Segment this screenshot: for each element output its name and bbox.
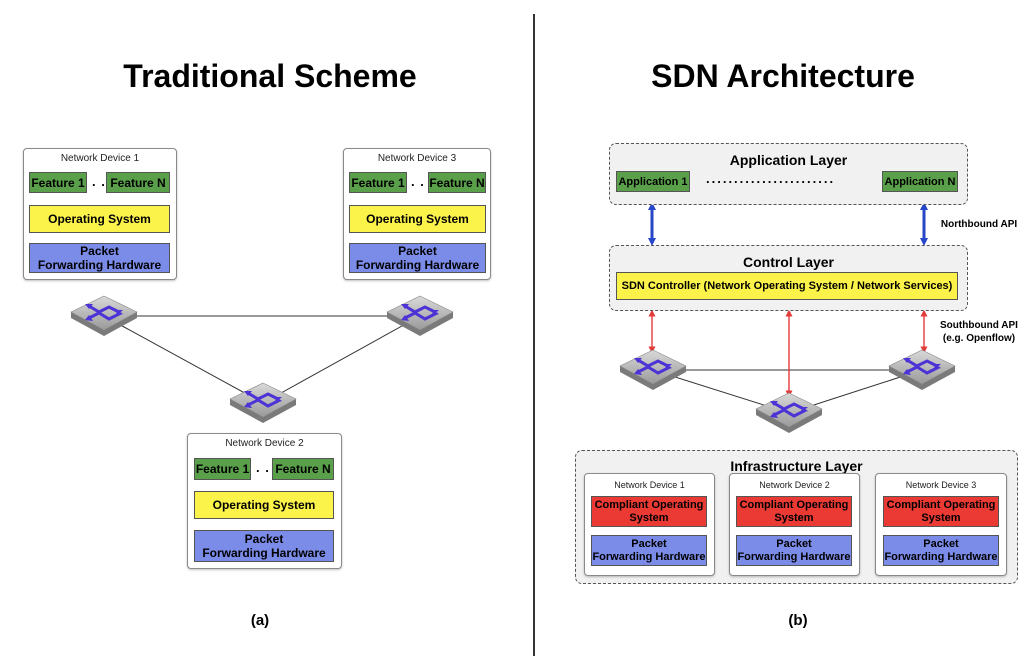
hw-line-1: Packet: [923, 537, 959, 550]
os-line-2: System: [629, 511, 669, 524]
sdn-switch-2-icon: [754, 391, 824, 440]
application-dots: .......................: [706, 171, 836, 186]
operating-system-box: Operating System: [29, 205, 170, 233]
hw-line-1: Packet: [80, 244, 119, 258]
operating-system-box: Operating System: [349, 205, 486, 233]
hw-line-1: Packet: [244, 532, 284, 546]
packet-forwarding-hardware-box: Packet Forwarding Hardware: [736, 535, 852, 566]
device-name: Network Device 2: [225, 438, 304, 449]
device-name: Network Device 1: [614, 480, 685, 490]
hw-line-1: Packet: [398, 244, 437, 258]
ellipsis: . .: [411, 174, 425, 189]
hw-line-1: Packet: [776, 537, 812, 550]
southbound-line-2: (e.g. Openflow): [942, 333, 1016, 344]
os-line-2: System: [774, 511, 814, 524]
os-line-1: Compliant Operating: [594, 498, 704, 511]
os-line-1: Compliant Operating: [739, 498, 849, 511]
traditional-scheme-title: Traditional Scheme: [123, 58, 417, 94]
operating-system-box: Operating System: [194, 491, 334, 519]
application-n-box: Application N: [882, 171, 958, 192]
compliant-os-box: Compliant Operating System: [736, 496, 852, 527]
caption-b: (b): [788, 612, 808, 629]
packet-forwarding-hardware-box: Packet Forwarding Hardware: [29, 243, 170, 273]
southbound-line-1: Southbound API: [940, 320, 1018, 331]
sdn-architecture-title: SDN Architecture: [651, 58, 915, 94]
ellipsis: . .: [256, 460, 270, 475]
os-line-1: Compliant Operating: [886, 498, 996, 511]
application-layer: Application Layer Application 1 ........…: [609, 143, 968, 205]
hw-line-2: Forwarding Hardware: [37, 258, 162, 272]
hw-line-2: Forwarding Hardware: [592, 550, 706, 563]
hw-line-2: Forwarding Hardware: [355, 258, 480, 272]
switch-3-icon: [385, 294, 455, 343]
feature-1-box: Feature 1: [29, 172, 87, 193]
ellipsis: . .: [92, 174, 106, 189]
southbound-api-label: Southbound API (e.g. Openflow): [934, 319, 1024, 345]
link-sw1-sw2: [103, 315, 264, 404]
sdn-network-device-2: Network Device 2 Compliant Operating Sys…: [729, 473, 860, 576]
sdn-controller-box: SDN Controller (Network Operating System…: [616, 272, 958, 300]
device-name: Network Device 2: [759, 480, 830, 490]
compliant-os-box: Compliant Operating System: [883, 496, 999, 527]
sdn-network-device-1: Network Device 1 Compliant Operating Sys…: [584, 473, 715, 576]
hw-line-2: Forwarding Hardware: [202, 546, 326, 560]
application-1-box: Application 1: [616, 171, 690, 192]
packet-forwarding-hardware-box: Packet Forwarding Hardware: [591, 535, 707, 566]
network-device-3: Network Device 3 Feature 1 . . Feature N…: [343, 148, 491, 280]
compliant-os-box: Compliant Operating System: [591, 496, 707, 527]
sdn-switch-3-icon: [887, 348, 957, 397]
feature-n-box: Feature N: [272, 458, 334, 480]
sdn-switch-1-icon: [618, 348, 688, 397]
infrastructure-layer-title: Infrastructure Layer: [730, 458, 863, 474]
feature-n-box: Feature N: [428, 172, 486, 193]
hw-line-1: Packet: [631, 537, 667, 550]
device-name: Network Device 1: [60, 153, 140, 164]
hw-line-2: Forwarding Hardware: [737, 550, 851, 563]
switch-1-icon: [69, 294, 139, 343]
center-divider: [533, 14, 535, 656]
northbound-api-label: Northbound API: [940, 219, 1018, 230]
switch-2-icon: [228, 381, 298, 430]
application-layer-title: Application Layer: [729, 152, 848, 168]
packet-forwarding-hardware-box: Packet Forwarding Hardware: [194, 530, 334, 562]
device-name: Network Device 3: [377, 153, 457, 164]
os-line-2: System: [921, 511, 961, 524]
hw-line-2: Forwarding Hardware: [884, 550, 998, 563]
caption-a: (a): [250, 612, 270, 629]
network-device-2: Network Device 2 Feature 1 . . Feature N…: [187, 433, 342, 569]
control-layer: Control Layer SDN Controller (Network Op…: [609, 245, 968, 311]
network-device-1: Network Device 1 Feature 1 . . Feature N…: [23, 148, 177, 280]
device-name: Network Device 3: [905, 480, 977, 490]
feature-1-box: Feature 1: [194, 458, 251, 480]
feature-1-box: Feature 1: [349, 172, 407, 193]
sdn-network-device-3: Network Device 3 Compliant Operating Sys…: [875, 473, 1007, 576]
packet-forwarding-hardware-box: Packet Forwarding Hardware: [349, 243, 486, 273]
control-layer-title: Control Layer: [742, 254, 834, 270]
link-sw3-sw2: [262, 315, 421, 404]
packet-forwarding-hardware-box: Packet Forwarding Hardware: [883, 535, 999, 566]
feature-n-box: Feature N: [106, 172, 170, 193]
